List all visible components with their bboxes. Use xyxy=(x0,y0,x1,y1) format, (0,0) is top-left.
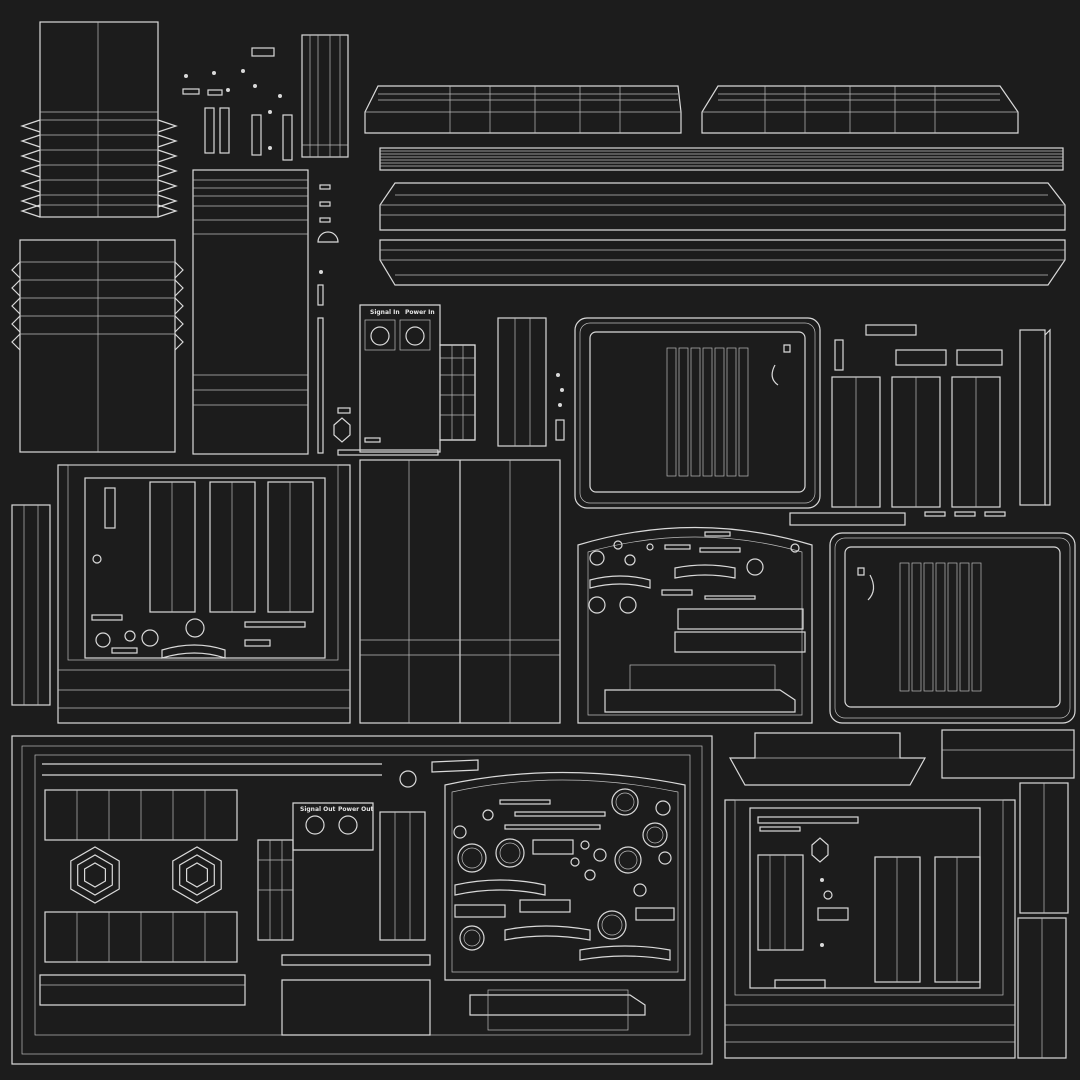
power-in-label: Power In xyxy=(405,309,435,316)
tall-side-panel xyxy=(192,169,309,455)
signal-out-label: Signal Out xyxy=(300,806,336,813)
bezel-slats xyxy=(666,347,749,477)
screen-bezel-top xyxy=(574,317,821,509)
connector-plate-output: Signal Out Power Out xyxy=(257,802,426,941)
screen-bezel-bottom xyxy=(829,532,1076,724)
hex-vent-icons xyxy=(70,846,222,904)
small-strip-parts xyxy=(317,184,339,454)
right-side-parts xyxy=(789,324,1051,526)
power-out-label: Power Out xyxy=(338,806,374,813)
rail-stripes xyxy=(380,150,1063,167)
device-front-panel xyxy=(57,464,351,724)
small-parts-cluster xyxy=(182,47,293,161)
lock-icon xyxy=(783,344,791,353)
bottom-right-brackets xyxy=(728,729,1075,1059)
signal-in-label: Signal In xyxy=(370,309,400,316)
cable-icon xyxy=(771,364,779,386)
left-mini-bracket xyxy=(11,504,51,706)
cable-icon xyxy=(867,574,875,601)
bellows-folds xyxy=(11,119,184,351)
rear-device-panel xyxy=(724,799,1016,1059)
connector-plate-input: Signal In Power In xyxy=(333,304,476,456)
long-rails xyxy=(379,147,1066,286)
knob-cluster xyxy=(453,788,672,951)
center-plain-panel xyxy=(359,459,561,724)
top-rail-right xyxy=(701,85,1019,134)
bezel-slats xyxy=(899,562,982,692)
lock-icon xyxy=(857,567,865,576)
vertical-posts xyxy=(497,317,565,447)
control-panel-large xyxy=(444,771,686,1031)
hex-logo-icon xyxy=(333,417,351,443)
top-rail-left xyxy=(364,85,682,134)
vertical-slat-panel xyxy=(301,34,349,158)
chassis-main-panel xyxy=(11,735,713,1065)
control-panel-small xyxy=(577,526,813,724)
bellows-column xyxy=(11,21,184,453)
hex-logo-icon xyxy=(811,837,829,863)
